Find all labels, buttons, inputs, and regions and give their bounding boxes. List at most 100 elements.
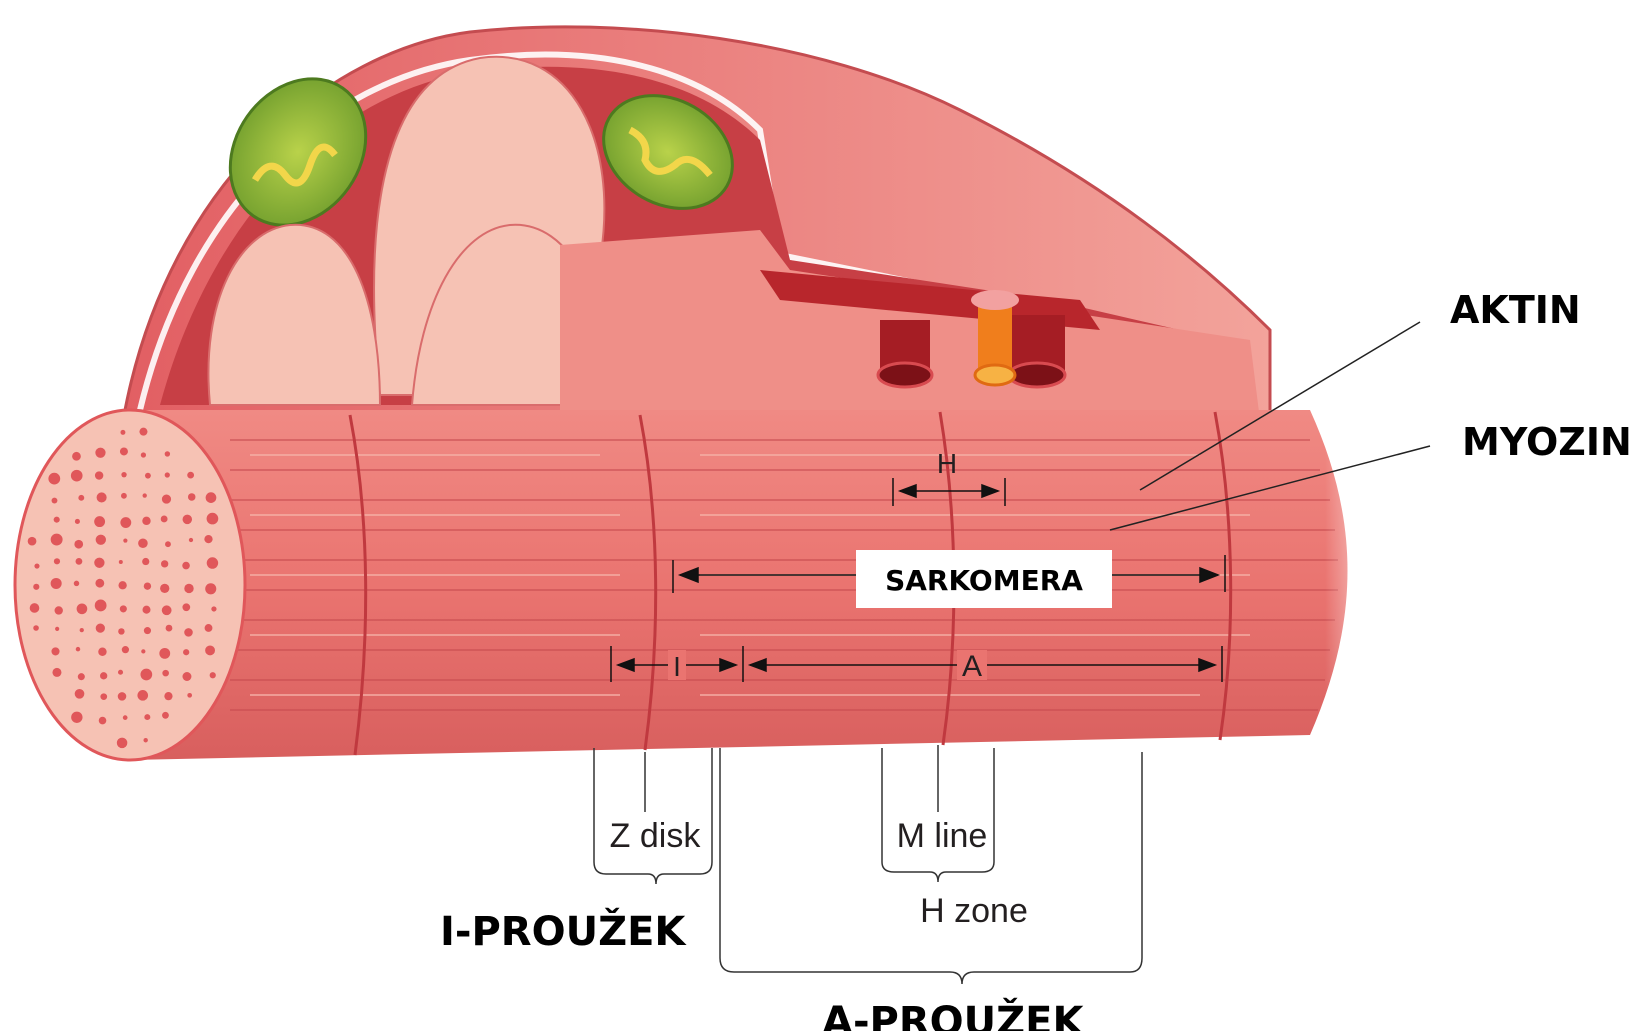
aktin-label: AKTIN <box>1450 288 1581 332</box>
i-prouzek-label: I-PROUŽEK <box>440 907 687 955</box>
cross-section-dot <box>120 517 131 528</box>
cross-section-dot <box>206 492 217 503</box>
cross-section-dot <box>34 563 39 568</box>
cross-section-dot <box>118 692 127 701</box>
a-label: A <box>962 650 982 683</box>
cross-section-dot <box>164 692 172 700</box>
cross-section-dot <box>184 584 193 593</box>
cross-section-dot <box>165 451 170 456</box>
cross-section-dot <box>55 627 59 631</box>
cross-section-dot <box>95 579 104 588</box>
cross-section-dot <box>142 558 149 565</box>
cross-section-dot <box>98 648 106 656</box>
h-label: H <box>937 448 957 479</box>
cross-section-dot <box>211 606 216 611</box>
cross-section-dot <box>51 647 59 655</box>
cross-section-dot <box>141 452 146 457</box>
cross-section-dot <box>55 606 63 614</box>
cross-section-dot <box>139 428 147 436</box>
cross-section-dot <box>118 670 123 675</box>
cross-section-dot <box>162 494 171 503</box>
z-disk-label: Z disk <box>610 817 702 855</box>
cross-section-dot <box>54 558 60 564</box>
cross-section-dot <box>165 541 171 547</box>
cross-section-dot <box>122 646 129 653</box>
cross-section-dot <box>188 493 196 501</box>
cross-section-dot <box>205 645 215 655</box>
cross-section-dot <box>121 493 127 499</box>
cross-section-dot <box>76 647 80 651</box>
cross-section-dot <box>77 603 88 614</box>
cross-section-dot <box>100 693 107 700</box>
cross-section-dot <box>94 558 104 568</box>
m-line-label: M line <box>897 817 988 855</box>
cross-section-dot <box>96 623 105 632</box>
cross-section-dot <box>184 628 193 637</box>
cross-section-dot <box>161 516 168 523</box>
cross-section-dot <box>51 534 63 546</box>
cross-section-dot <box>52 668 61 677</box>
cross-section-dot <box>182 562 190 570</box>
cross-section-dot <box>30 603 40 613</box>
cross-section-dot <box>142 606 150 614</box>
cross-section-dot <box>141 649 145 653</box>
cross-section-dot <box>210 672 216 678</box>
right-fade <box>1100 0 1400 800</box>
cross-section-dot <box>72 452 81 461</box>
sarkomera-label: SARKOMERA <box>885 564 1083 597</box>
cross-section-dot <box>183 649 189 655</box>
cross-section-dot <box>48 473 60 485</box>
cross-section-dot <box>33 584 39 590</box>
cross-section-dot <box>144 627 151 634</box>
cross-section-dot <box>138 538 148 548</box>
cross-section-dot <box>74 540 83 549</box>
cross-section-dot <box>183 515 192 524</box>
cross-section-dot <box>96 535 106 545</box>
i-label: I <box>673 651 681 682</box>
cross-section-dot <box>187 472 194 479</box>
cross-section-dot <box>117 738 128 749</box>
cross-section-dot <box>120 447 128 455</box>
cross-section-dot <box>121 472 126 477</box>
cross-section-dot <box>76 558 83 565</box>
a-prouzek-label: A-PROUŽEK <box>822 997 1085 1031</box>
cross-section-dot <box>118 628 124 634</box>
cross-section-dot <box>71 712 82 723</box>
cross-section-dot <box>140 669 152 681</box>
cross-section-dot <box>95 448 105 458</box>
myozin-label: MYOZIN <box>1462 420 1632 464</box>
cross-section-dot <box>144 582 151 589</box>
cross-section-dot <box>205 583 216 594</box>
cross-section-dot <box>120 605 127 612</box>
cross-section-dot <box>137 690 148 701</box>
cross-section-dot <box>119 560 123 564</box>
cross-section-dot <box>118 581 126 589</box>
cross-section-dot <box>74 581 79 586</box>
nerve-fiber <box>971 290 1019 385</box>
cross-section-dot <box>159 648 170 659</box>
cross-section-dot <box>189 538 193 542</box>
cross-section-dot <box>95 471 103 479</box>
cross-section-dot <box>145 473 151 479</box>
cross-section-dot <box>142 517 150 525</box>
cross-section-dot <box>162 670 169 677</box>
cross-section-dot <box>33 625 39 631</box>
cross-section-dot <box>162 605 172 615</box>
cross-section-dot <box>207 513 219 525</box>
cross-section-dot <box>71 470 83 482</box>
cross-section-dot <box>97 492 107 502</box>
cross-section-dot <box>123 538 127 542</box>
cross-section-dot <box>51 578 62 589</box>
cross-section-dot <box>78 495 84 501</box>
cross-section-dot <box>187 693 192 698</box>
cross-section-dot <box>120 430 125 435</box>
cross-section-dot <box>80 628 84 632</box>
cross-section-dot <box>162 712 169 719</box>
cross-section-dot <box>182 672 191 681</box>
cross-section-dot <box>54 517 60 523</box>
cross-section-dot <box>99 717 107 725</box>
cross-section-dot <box>205 624 213 632</box>
cross-section-dot <box>143 738 147 742</box>
cross-section-dot <box>52 498 58 504</box>
